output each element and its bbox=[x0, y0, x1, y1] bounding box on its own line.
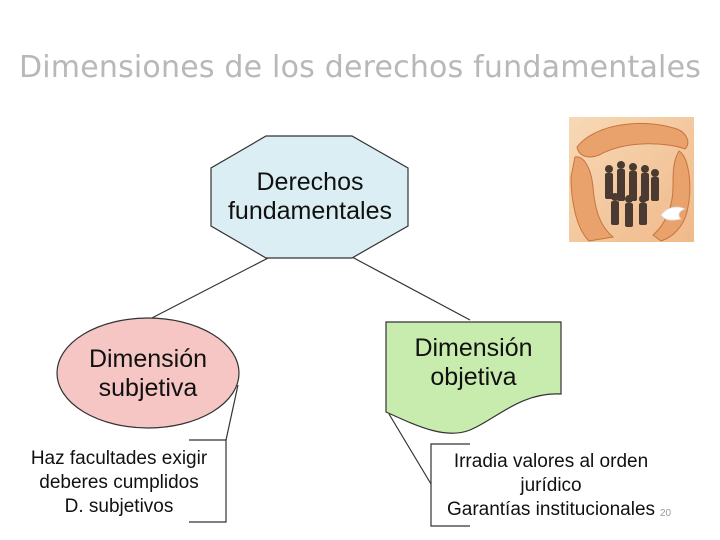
root-node-line2: fundamentales bbox=[211, 197, 409, 226]
objective-note: Irradia valores al orden jurídico Garant… bbox=[431, 450, 671, 522]
hands-protecting-people-icon bbox=[569, 117, 694, 242]
subjective-node-line1: Dimensión bbox=[57, 345, 239, 374]
objective-note-line1: Irradia valores al orden bbox=[431, 450, 671, 474]
subjective-note-line2: deberes cumplidos bbox=[12, 471, 226, 495]
objective-note-line2: jurídico bbox=[431, 474, 671, 498]
subjective-note: Haz facultades exigir deberes cumplidos … bbox=[12, 447, 226, 519]
subjective-note-line3: D. subjetivos bbox=[12, 495, 226, 519]
objective-note-line3: Garantías institucionales bbox=[431, 498, 671, 522]
page-number: 20 bbox=[660, 508, 671, 519]
root-node-line1: Derechos bbox=[211, 168, 409, 197]
connector-root-subjective bbox=[148, 257, 270, 320]
subjective-note-line1: Haz facultades exigir bbox=[12, 447, 226, 471]
subjective-node-line2: subjetiva bbox=[57, 374, 239, 403]
objective-node-label: Dimensión objetiva bbox=[386, 334, 561, 392]
root-node-label: Derechos fundamentales bbox=[211, 168, 409, 226]
objective-node-line1: Dimensión bbox=[386, 334, 561, 363]
objective-node-line2: objetiva bbox=[386, 363, 561, 392]
connector-root-objective bbox=[352, 257, 470, 320]
subjective-node-label: Dimensión subjetiva bbox=[57, 345, 239, 403]
